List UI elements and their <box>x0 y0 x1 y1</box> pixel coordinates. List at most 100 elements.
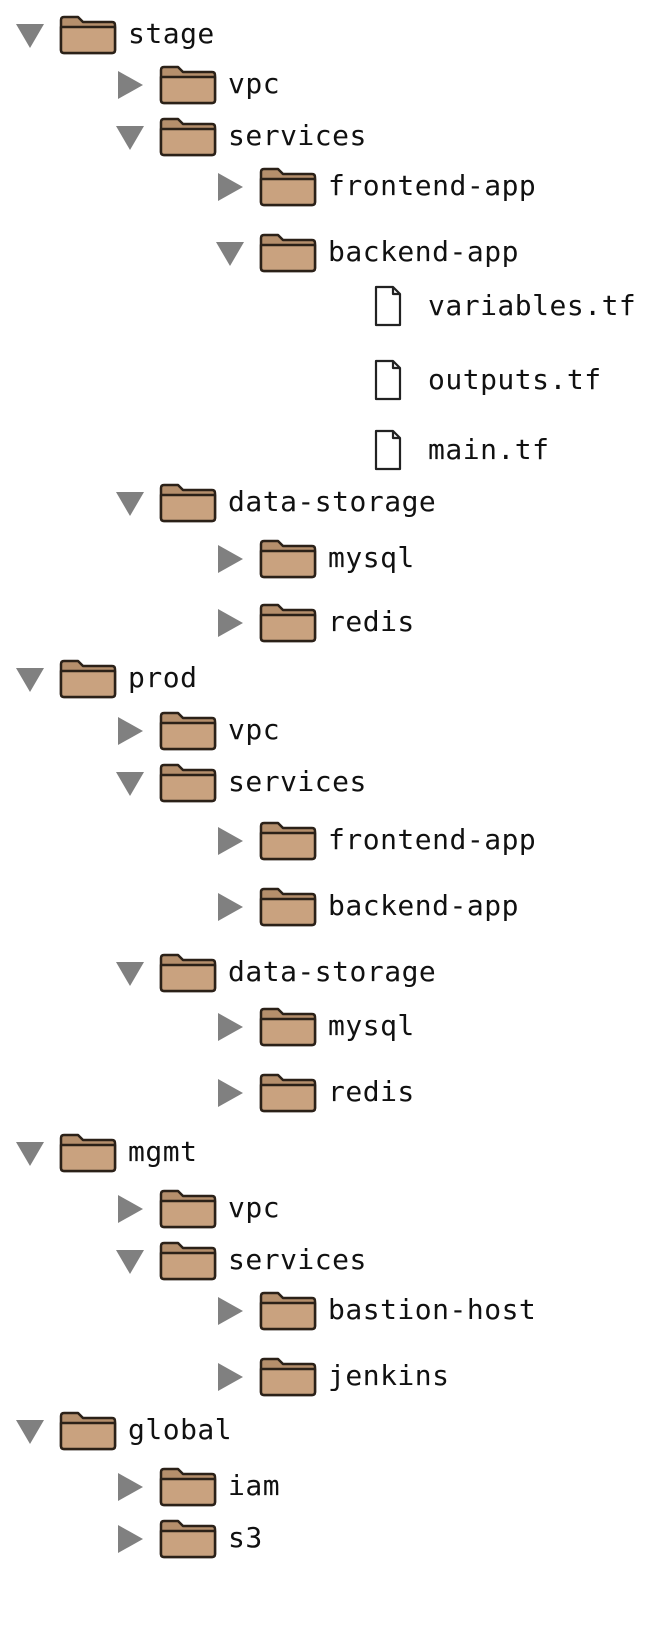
folder-row-mgmt[interactable]: mgmt <box>0 1130 670 1174</box>
folder-row-services[interactable]: services <box>0 114 670 158</box>
folder-label: mysql <box>328 1009 415 1042</box>
folder-row-bastion-host[interactable]: bastion-host <box>0 1288 670 1332</box>
file-row-variables-tf[interactable]: variables.tf <box>0 284 670 328</box>
folder-icon <box>258 1004 318 1048</box>
folder-icon <box>158 1464 218 1508</box>
folder-row-redis[interactable]: redis <box>0 600 670 644</box>
folder-icon <box>158 1516 218 1560</box>
triangle-right-icon[interactable] <box>215 1078 245 1108</box>
folder-label: data-storage <box>228 955 437 988</box>
folder-label: redis <box>328 605 415 638</box>
folder-icon <box>158 480 218 524</box>
folder-icon <box>158 950 218 994</box>
file-label: variables.tf <box>428 289 637 322</box>
triangle-right-icon[interactable] <box>115 1472 145 1502</box>
folder-label: services <box>228 1243 367 1276</box>
folder-label: jenkins <box>328 1359 450 1392</box>
file-icon <box>358 284 418 328</box>
folder-label: mysql <box>328 541 415 574</box>
folder-icon <box>258 230 318 274</box>
triangle-down-icon[interactable] <box>115 958 145 988</box>
folder-row-frontend-app[interactable]: frontend-app <box>0 164 670 208</box>
folder-label: backend-app <box>328 235 519 268</box>
folder-label: iam <box>228 1469 281 1502</box>
triangle-down-icon[interactable] <box>15 1138 45 1168</box>
triangle-down-icon[interactable] <box>15 20 45 50</box>
file-label: main.tf <box>428 433 550 466</box>
triangle-right-icon[interactable] <box>115 1524 145 1554</box>
folder-row-jenkins[interactable]: jenkins <box>0 1354 670 1398</box>
folder-row-data-storage[interactable]: data-storage <box>0 480 670 524</box>
folder-label: services <box>228 765 367 798</box>
folder-row-vpc[interactable]: vpc <box>0 62 670 106</box>
triangle-down-icon[interactable] <box>15 664 45 694</box>
folder-icon <box>158 1238 218 1282</box>
folder-row-vpc[interactable]: vpc <box>0 708 670 752</box>
folder-icon <box>158 114 218 158</box>
triangle-right-icon[interactable] <box>215 826 245 856</box>
file-row-outputs-tf[interactable]: outputs.tf <box>0 358 670 402</box>
folder-row-frontend-app[interactable]: frontend-app <box>0 818 670 862</box>
folder-row-services[interactable]: services <box>0 760 670 804</box>
folder-label: frontend-app <box>328 823 537 856</box>
triangle-right-icon[interactable] <box>215 608 245 638</box>
folder-row-iam[interactable]: iam <box>0 1464 670 1508</box>
folder-icon <box>58 1130 118 1174</box>
folder-icon <box>158 760 218 804</box>
folder-label: mgmt <box>128 1135 198 1168</box>
folder-row-mysql[interactable]: mysql <box>0 536 670 580</box>
folder-row-prod[interactable]: prod <box>0 656 670 700</box>
file-row-main-tf[interactable]: main.tf <box>0 428 670 472</box>
triangle-right-icon[interactable] <box>215 1362 245 1392</box>
triangle-down-icon[interactable] <box>115 488 145 518</box>
file-icon <box>358 428 418 472</box>
folder-label: s3 <box>228 1521 263 1554</box>
folder-row-vpc[interactable]: vpc <box>0 1186 670 1230</box>
triangle-right-icon[interactable] <box>115 70 145 100</box>
folder-row-s3[interactable]: s3 <box>0 1516 670 1560</box>
folder-row-data-storage[interactable]: data-storage <box>0 950 670 994</box>
folder-icon <box>58 12 118 56</box>
triangle-right-icon[interactable] <box>215 544 245 574</box>
folder-label: vpc <box>228 67 281 100</box>
file-icon <box>358 358 418 402</box>
folder-label: global <box>128 1413 233 1446</box>
folder-icon <box>258 818 318 862</box>
folder-label: services <box>228 119 367 152</box>
folder-icon <box>258 600 318 644</box>
triangle-down-icon[interactable] <box>15 1416 45 1446</box>
folder-label: data-storage <box>228 485 437 518</box>
triangle-down-icon[interactable] <box>215 238 245 268</box>
triangle-right-icon[interactable] <box>115 716 145 746</box>
triangle-down-icon[interactable] <box>115 122 145 152</box>
triangle-down-icon[interactable] <box>115 768 145 798</box>
folder-row-global[interactable]: global <box>0 1408 670 1452</box>
triangle-down-icon[interactable] <box>115 1246 145 1276</box>
folder-icon <box>258 884 318 928</box>
folder-label: stage <box>128 17 215 50</box>
folder-icon <box>58 1408 118 1452</box>
folder-row-mysql[interactable]: mysql <box>0 1004 670 1048</box>
folder-label: frontend-app <box>328 169 537 202</box>
folder-label: bastion-host <box>328 1293 537 1326</box>
folder-icon <box>258 1070 318 1114</box>
folder-icon <box>158 62 218 106</box>
folder-row-stage[interactable]: stage <box>0 12 670 56</box>
folder-label: vpc <box>228 1191 281 1224</box>
triangle-right-icon[interactable] <box>115 1194 145 1224</box>
triangle-right-icon[interactable] <box>215 892 245 922</box>
folder-row-redis[interactable]: redis <box>0 1070 670 1114</box>
folder-label: redis <box>328 1075 415 1108</box>
folder-icon <box>258 164 318 208</box>
folder-icon <box>258 1288 318 1332</box>
triangle-right-icon[interactable] <box>215 1296 245 1326</box>
folder-row-backend-app[interactable]: backend-app <box>0 230 670 274</box>
triangle-right-icon[interactable] <box>215 172 245 202</box>
triangle-right-icon[interactable] <box>215 1012 245 1042</box>
folder-icon <box>258 536 318 580</box>
folder-row-services[interactable]: services <box>0 1238 670 1282</box>
folder-row-backend-app[interactable]: backend-app <box>0 884 670 928</box>
folder-icon <box>158 1186 218 1230</box>
folder-icon <box>258 1354 318 1398</box>
